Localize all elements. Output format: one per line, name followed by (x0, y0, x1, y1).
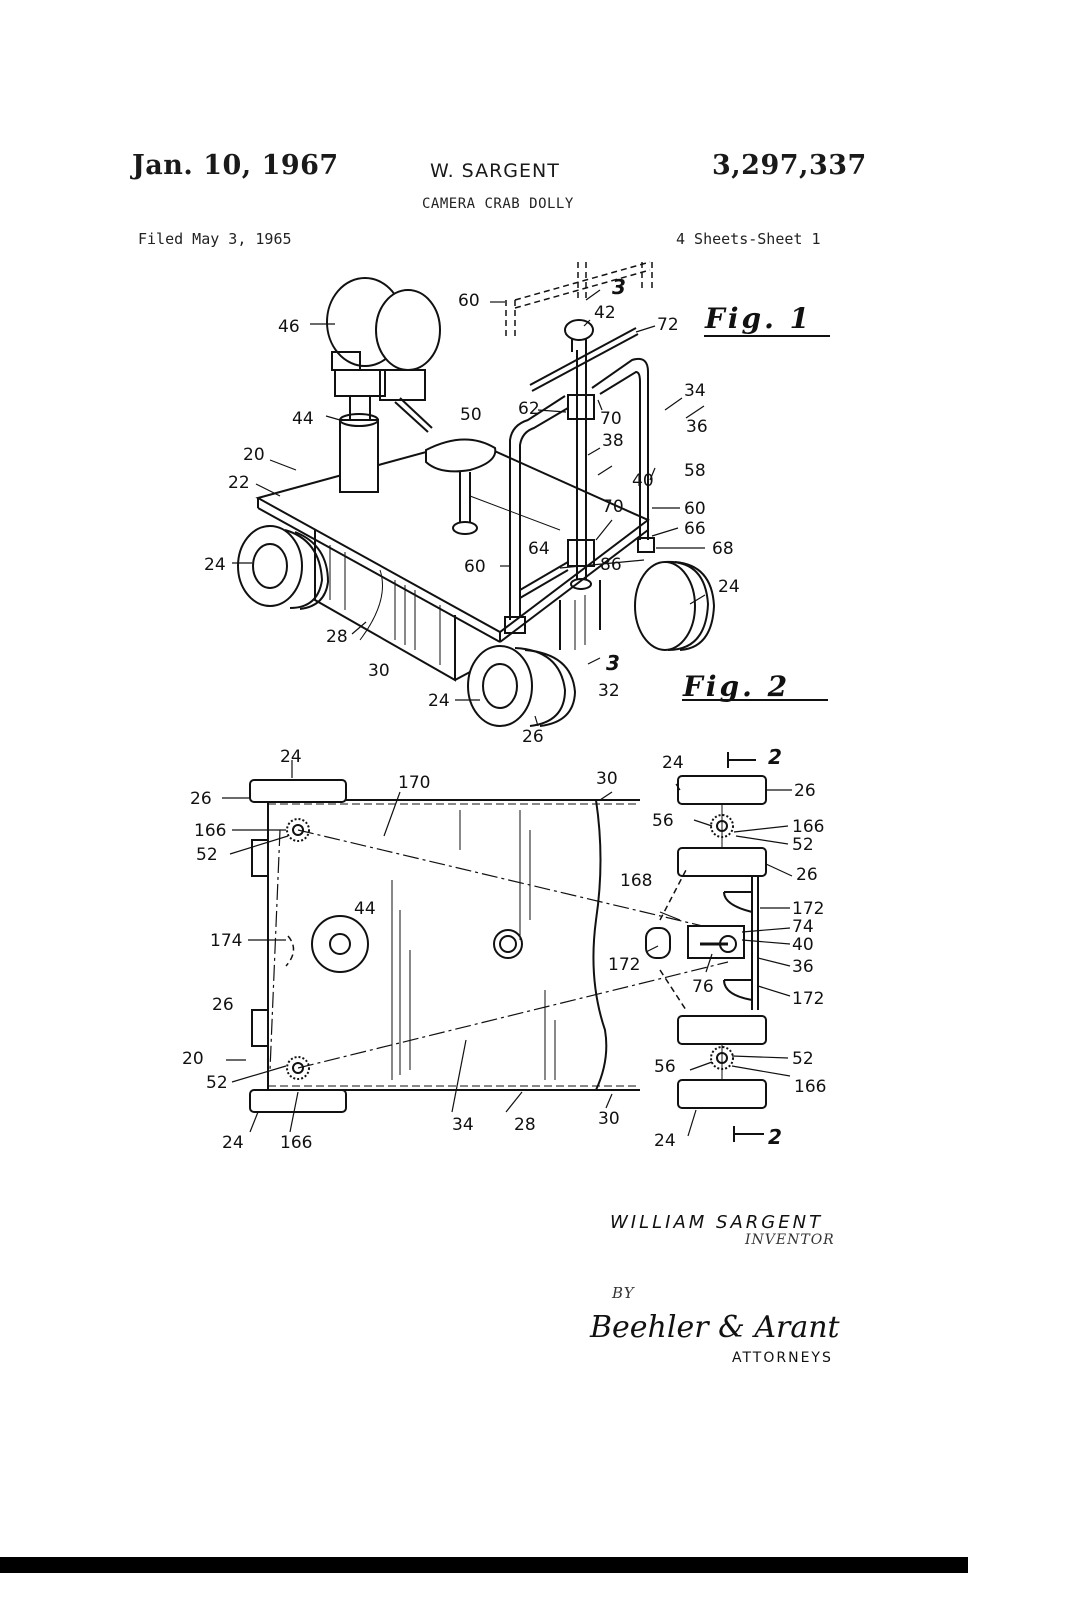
ref-68: 68 (712, 539, 734, 559)
ref-60: 60 (684, 499, 706, 519)
inventor-short-name: W. SARGENT (430, 160, 560, 182)
ref-3: 3 (612, 275, 626, 299)
ref-72: 72 (657, 315, 679, 335)
ref-172: 172 (608, 955, 640, 975)
ref-26: 26 (522, 727, 544, 747)
patent-title: CAMERA CRAB DOLLY (422, 196, 574, 212)
ref-52: 52 (792, 835, 814, 855)
ref-46: 46 (278, 317, 300, 337)
ref-24: 24 (654, 1131, 676, 1151)
ref-168: 168 (620, 871, 652, 891)
ref-36: 36 (792, 957, 814, 977)
figure-2-label: Fig. 2 (683, 670, 791, 703)
ref-24: 24 (222, 1133, 244, 1153)
ref-66: 66 (684, 519, 706, 539)
ref-24: 24 (428, 691, 450, 711)
patent-date: Jan. 10, 1967 (132, 150, 339, 181)
ref-34: 34 (452, 1115, 474, 1135)
figure-1-drawing: 60 3 42 72 46 34 44 50 62 70 36 38 20 40… (204, 261, 830, 747)
filed-date: Filed May 3, 1965 (138, 230, 292, 248)
ref-56: 56 (654, 1057, 676, 1077)
ref-24: 24 (280, 747, 302, 767)
ref-166: 166 (792, 817, 824, 837)
ref-36: 36 (686, 417, 708, 437)
ref-56: 56 (652, 811, 674, 831)
ref-20: 20 (243, 445, 265, 465)
sheet-count: 4 Sheets-Sheet 1 (676, 230, 821, 248)
ref-70: 70 (602, 497, 624, 517)
ref-60: 60 (458, 291, 480, 311)
ref-26: 26 (212, 995, 234, 1015)
inventor-label: INVENTOR (745, 1232, 835, 1248)
ref-20: 20 (182, 1049, 204, 1069)
ref-24: 24 (718, 577, 740, 597)
ref-44: 44 (354, 899, 376, 919)
attorneys-signature: Beehler & Arant (590, 1310, 840, 1345)
ref-70: 70 (600, 409, 622, 429)
attorneys-label: ATTORNEYS (732, 1350, 833, 1366)
ref-52: 52 (792, 1049, 814, 1069)
ref-28: 28 (514, 1115, 536, 1135)
ref-34: 34 (684, 381, 706, 401)
ref-166: 166 (280, 1133, 312, 1153)
ref-58: 58 (684, 461, 706, 481)
ref-24: 24 (204, 555, 226, 575)
ref-2: 2 (768, 745, 782, 769)
ref-22: 22 (228, 473, 250, 493)
ref-24: 24 (662, 753, 684, 773)
ref-26: 26 (190, 789, 212, 809)
ref-76: 76 (692, 977, 714, 997)
ref-3: 3 (606, 651, 620, 675)
ref-30: 30 (598, 1109, 620, 1129)
ref-44: 44 (292, 409, 314, 429)
inventor-name: WILLIAM SARGENT (610, 1212, 824, 1233)
by-label: BY (612, 1284, 635, 1302)
ref-32: 32 (598, 681, 620, 701)
ref-40: 40 (632, 471, 654, 491)
ref-174: 174 (210, 931, 242, 951)
ref-38: 38 (602, 431, 624, 451)
ref-52: 52 (206, 1073, 228, 1093)
ref-74: 74 (792, 917, 814, 937)
ref-50: 50 (460, 405, 482, 425)
ref-170: 170 (398, 773, 430, 793)
figure-1-label: Fig. 1 (705, 302, 813, 335)
ref-60: 60 (464, 557, 486, 577)
ref-28: 28 (326, 627, 348, 647)
figure-2-drawing: 24 170 30 24 2 26 26 56 166 166 52 52 16… (182, 745, 826, 1153)
ref-62: 62 (518, 399, 540, 419)
ref-40: 40 (792, 935, 814, 955)
ref-166: 166 (194, 821, 226, 841)
ref-166: 166 (794, 1077, 826, 1097)
scan-border-bar (0, 1557, 968, 1573)
ref-86: 86 (600, 555, 622, 575)
ref-26: 26 (796, 865, 818, 885)
ref-172: 172 (792, 989, 824, 1009)
ref-42: 42 (594, 303, 616, 323)
ref-172: 172 (792, 899, 824, 919)
patent-number: 3,297,337 (712, 150, 867, 181)
ref-2: 2 (768, 1125, 782, 1149)
ref-30: 30 (368, 661, 390, 681)
ref-30: 30 (596, 769, 618, 789)
ref-26: 26 (794, 781, 816, 801)
ref-64: 64 (528, 539, 550, 559)
ref-52: 52 (196, 845, 218, 865)
